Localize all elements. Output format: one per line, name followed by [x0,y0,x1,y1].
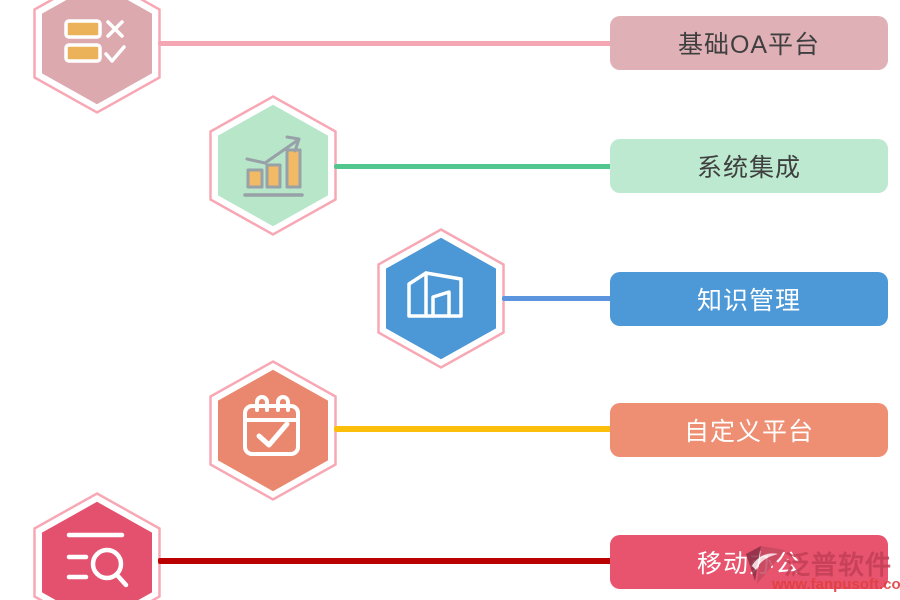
calendar-check-icon [243,395,300,456]
hexagon-system-integration [209,95,337,236]
hexagon-custom-platform [209,360,337,501]
hexagon-fill [218,369,328,492]
hexagon-knowledge-management [377,228,505,369]
label-mobile-office: 移动办公 [610,535,888,589]
label-basic-oa-text: 基础OA平台 [677,31,821,59]
warehouse-building-icon [407,271,463,318]
label-custom-platform: 自定义平台 [610,403,888,457]
connector-mobile-office [158,558,612,564]
label-system-integration: 系统集成 [610,139,888,193]
hexagon-fill [386,237,496,360]
bar-chart-growth-icon [243,135,304,197]
label-knowledge-management: 知识管理 [610,272,888,326]
label-basic-oa: 基础OA平台 [610,16,888,70]
hexagon-mobile-office [33,492,161,600]
label-system-integration-text: 系统集成 [696,154,801,182]
search-list-icon [66,532,129,588]
connector-system-integration [334,164,612,169]
hexagon-basic-oa [33,0,161,114]
connector-knowledge-management [502,296,612,301]
connector-basic-oa [158,41,612,46]
label-custom-platform-text: 自定义平台 [683,418,814,446]
label-mobile-office-text: 移动办公 [696,550,801,578]
label-knowledge-management-text: 知识管理 [696,287,801,315]
checklist-approve-reject-icon [64,19,126,63]
connector-custom-platform [334,426,612,432]
